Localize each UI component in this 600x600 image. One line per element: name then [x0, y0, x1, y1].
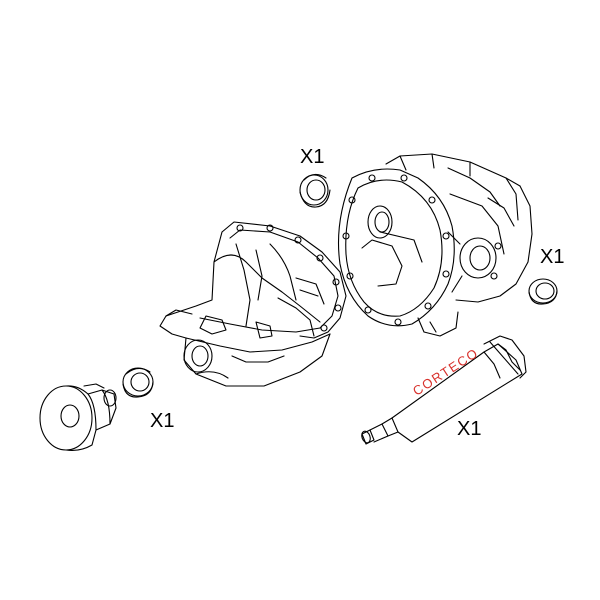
sealant-tube: [361, 335, 527, 445]
oil-seal-right: [528, 278, 558, 305]
quantity-label-seal-top: X1: [300, 146, 325, 168]
quantity-label-sealant-tube: X1: [457, 418, 482, 440]
differential-carrier: [159, 221, 347, 387]
quantity-label-seal-right: X1: [540, 246, 565, 268]
drive-flange: [39, 383, 117, 451]
quantity-label-seal-left: X1: [150, 410, 175, 432]
axle-housing: [338, 153, 533, 337]
oil-seal-left: [122, 367, 154, 398]
oil-seal-top: [299, 173, 331, 208]
